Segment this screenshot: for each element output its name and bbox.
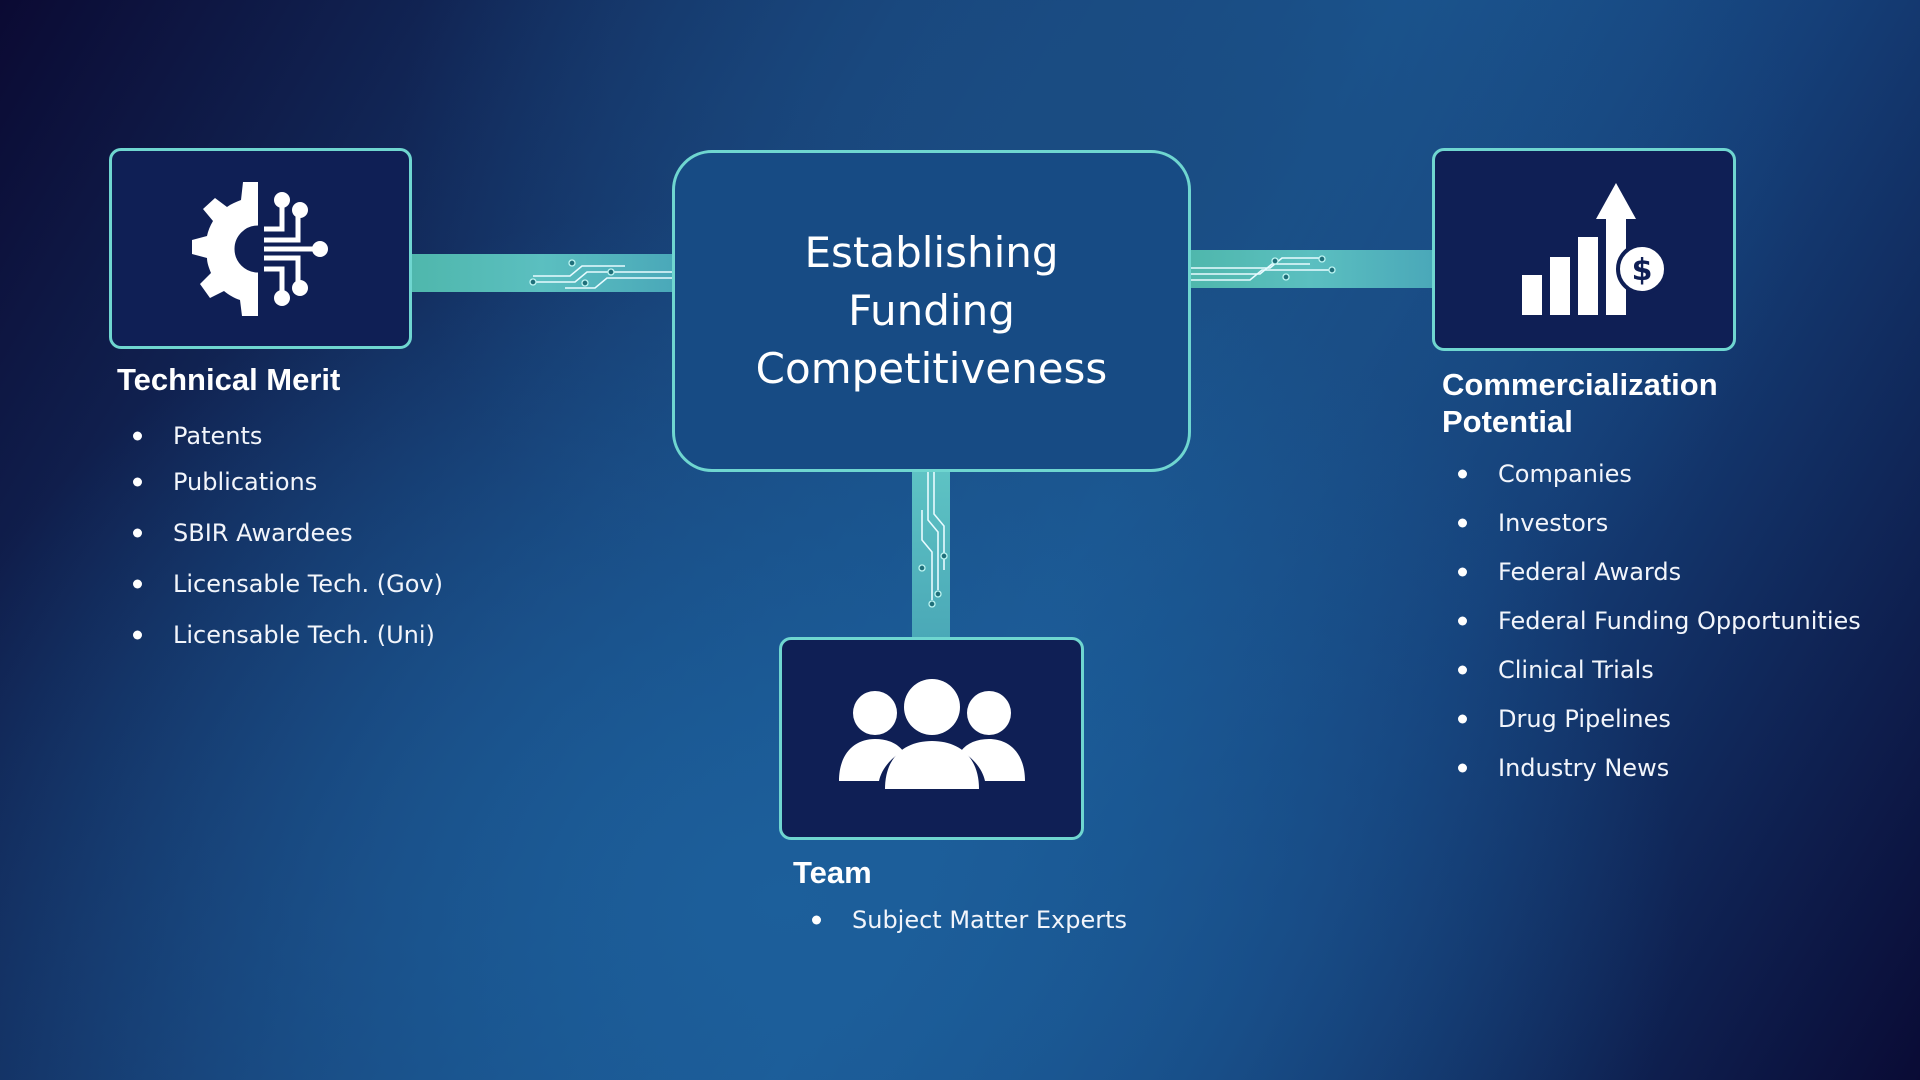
- team-list: Subject Matter Experts: [812, 902, 1127, 938]
- circuit-trace-bottom: [918, 470, 948, 608]
- team-node: [779, 637, 1084, 840]
- circuit-trace-right: [1190, 255, 1336, 281]
- circuit-trace-left: [529, 259, 675, 289]
- technical-merit-heading: Technical Merit: [117, 362, 341, 397]
- growth-chart-dollar-icon: $: [1522, 182, 1668, 315]
- list-item: Companies: [1458, 456, 1861, 492]
- list-item: Licensable Tech. (Uni): [133, 617, 443, 653]
- svg-text:$: $: [1632, 253, 1653, 288]
- list-item: Clinical Trials: [1458, 652, 1861, 688]
- gear-circuit-icon: [191, 181, 328, 316]
- list-item: Federal Awards: [1458, 554, 1861, 590]
- connector-right: [1189, 250, 1433, 288]
- center-node: Establishing Funding Competitiveness: [672, 150, 1191, 472]
- commercialization-heading: Commercialization Potential: [1442, 367, 1718, 439]
- list-item: Licensable Tech. (Gov): [133, 566, 443, 602]
- connector-left: [411, 254, 674, 292]
- list-item: Patents: [133, 418, 443, 454]
- list-item: Investors: [1458, 505, 1861, 541]
- commercialization-node: $: [1432, 148, 1736, 351]
- technical-merit-list: Patents Publications SBIR Awardees Licen…: [133, 418, 443, 653]
- list-item: SBIR Awardees: [133, 515, 443, 551]
- list-item: Federal Funding Opportunities: [1458, 603, 1861, 639]
- team-heading: Team: [793, 855, 872, 890]
- list-item: Publications: [133, 464, 443, 500]
- center-title: Establishing Funding Competitiveness: [755, 228, 1108, 393]
- technical-merit-node: [109, 148, 412, 349]
- people-group-icon: [838, 678, 1025, 789]
- list-item: Industry News: [1458, 750, 1861, 786]
- list-item: Drug Pipelines: [1458, 701, 1861, 737]
- list-item: Subject Matter Experts: [812, 902, 1127, 938]
- commercialization-list: Companies Investors Federal Awards Feder…: [1458, 456, 1861, 786]
